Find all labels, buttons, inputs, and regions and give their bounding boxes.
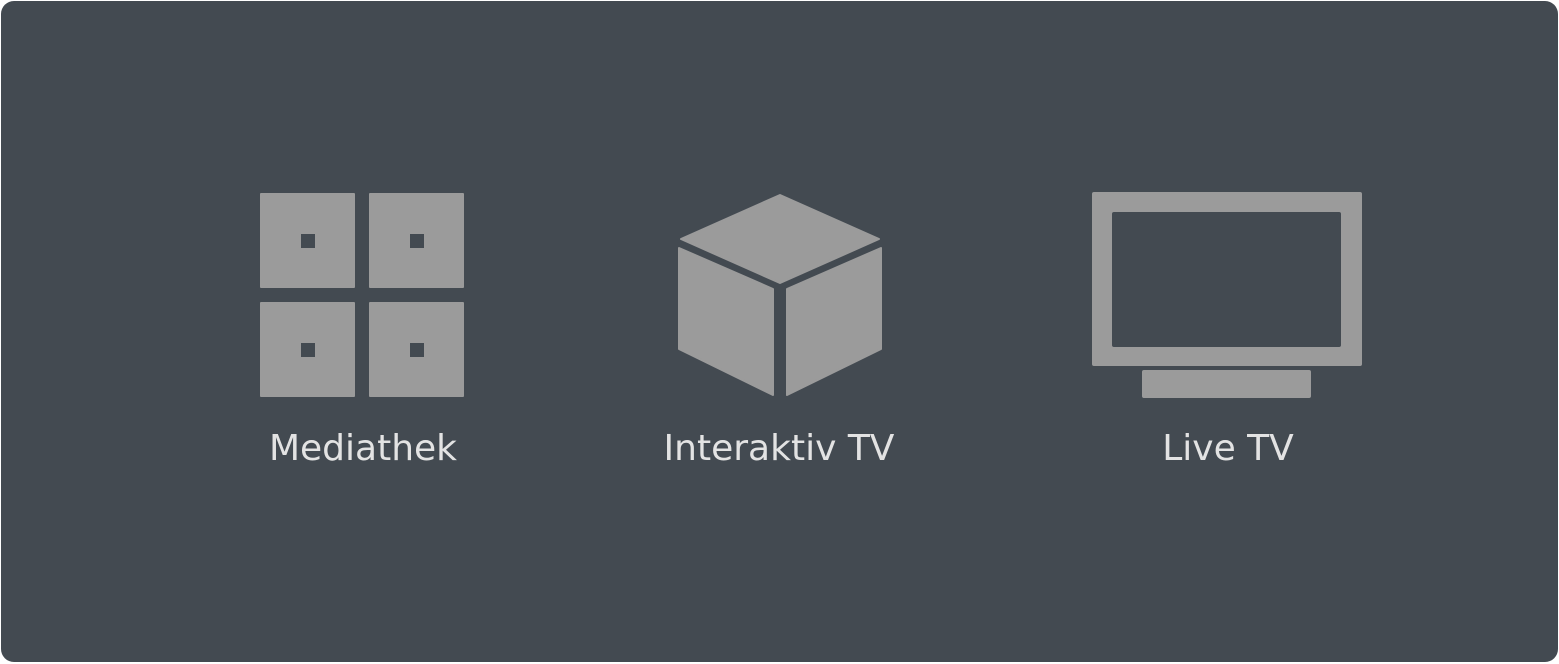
interaktiv-tv-label: Interaktiv TV [663, 428, 895, 469]
tv-icon [1092, 192, 1362, 398]
cube-icon [678, 194, 882, 396]
mediathek-tile[interactable]: Mediathek [1, 1, 521, 664]
grid-icon [260, 193, 464, 397]
live-tv-tile[interactable]: Live TV [1041, 1, 1559, 664]
interaktiv-tv-tile[interactable]: Interaktiv TV [521, 1, 1041, 664]
mediathek-label: Mediathek [268, 428, 458, 469]
live-tv-label: Live TV [1162, 428, 1294, 469]
